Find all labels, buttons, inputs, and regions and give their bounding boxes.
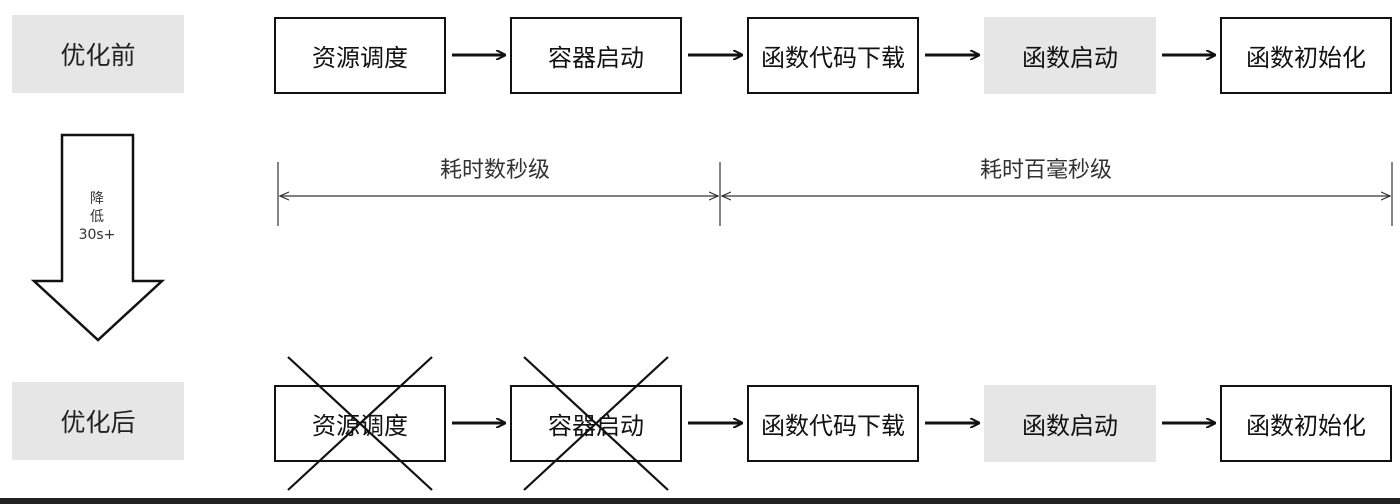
cross-mark-container-start xyxy=(523,356,669,491)
reduction-line-3: 30s+ xyxy=(78,227,116,243)
after-step-code-download: 函数代码下载 xyxy=(747,385,919,462)
before-step-container-start: 容器启动 xyxy=(510,17,682,94)
reduction-arrow-label: 降 低 30s+ xyxy=(62,190,132,244)
before-step-function-start: 函数启动 xyxy=(984,17,1156,94)
after-step-resource-scheduling: 资源调度 xyxy=(274,385,446,462)
after-step-function-init: 函数初始化 xyxy=(1220,385,1392,462)
before-step-resource-scheduling: 资源调度 xyxy=(274,17,446,94)
row-label-before: 优化前 xyxy=(12,15,184,93)
dimension-lines xyxy=(277,162,1393,226)
reduction-line-1: 降 xyxy=(90,191,104,207)
bottom-edge-bar xyxy=(0,498,1400,504)
cross-mark-resource-scheduling xyxy=(287,356,433,491)
row-label-after: 优化后 xyxy=(12,382,184,460)
span-label-seconds: 耗时数秒级 xyxy=(440,158,551,183)
after-step-function-start: 函数启动 xyxy=(984,385,1156,462)
before-step-function-init: 函数初始化 xyxy=(1220,17,1392,94)
span-label-hundred-ms: 耗时百毫秒级 xyxy=(980,158,1113,183)
reduction-line-2: 低 xyxy=(90,209,104,225)
reduction-down-arrow xyxy=(30,133,166,342)
before-step-code-download: 函数代码下载 xyxy=(747,17,919,94)
